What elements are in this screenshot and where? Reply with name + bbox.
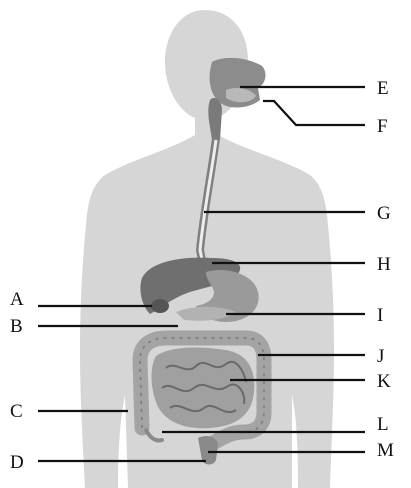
label-h: H: [377, 254, 391, 275]
label-c: C: [10, 401, 23, 422]
label-d: D: [10, 452, 24, 473]
label-a: A: [10, 289, 24, 310]
label-m: M: [377, 440, 394, 461]
label-j: J: [377, 346, 384, 367]
label-f: F: [377, 116, 388, 137]
label-g: G: [377, 203, 391, 224]
label-l: L: [377, 414, 389, 435]
label-i: I: [377, 305, 383, 326]
leader-line-f: [263, 101, 365, 125]
gallbladder: [151, 299, 169, 313]
label-e: E: [377, 78, 389, 99]
label-b: B: [10, 316, 23, 337]
label-k: K: [377, 371, 391, 392]
